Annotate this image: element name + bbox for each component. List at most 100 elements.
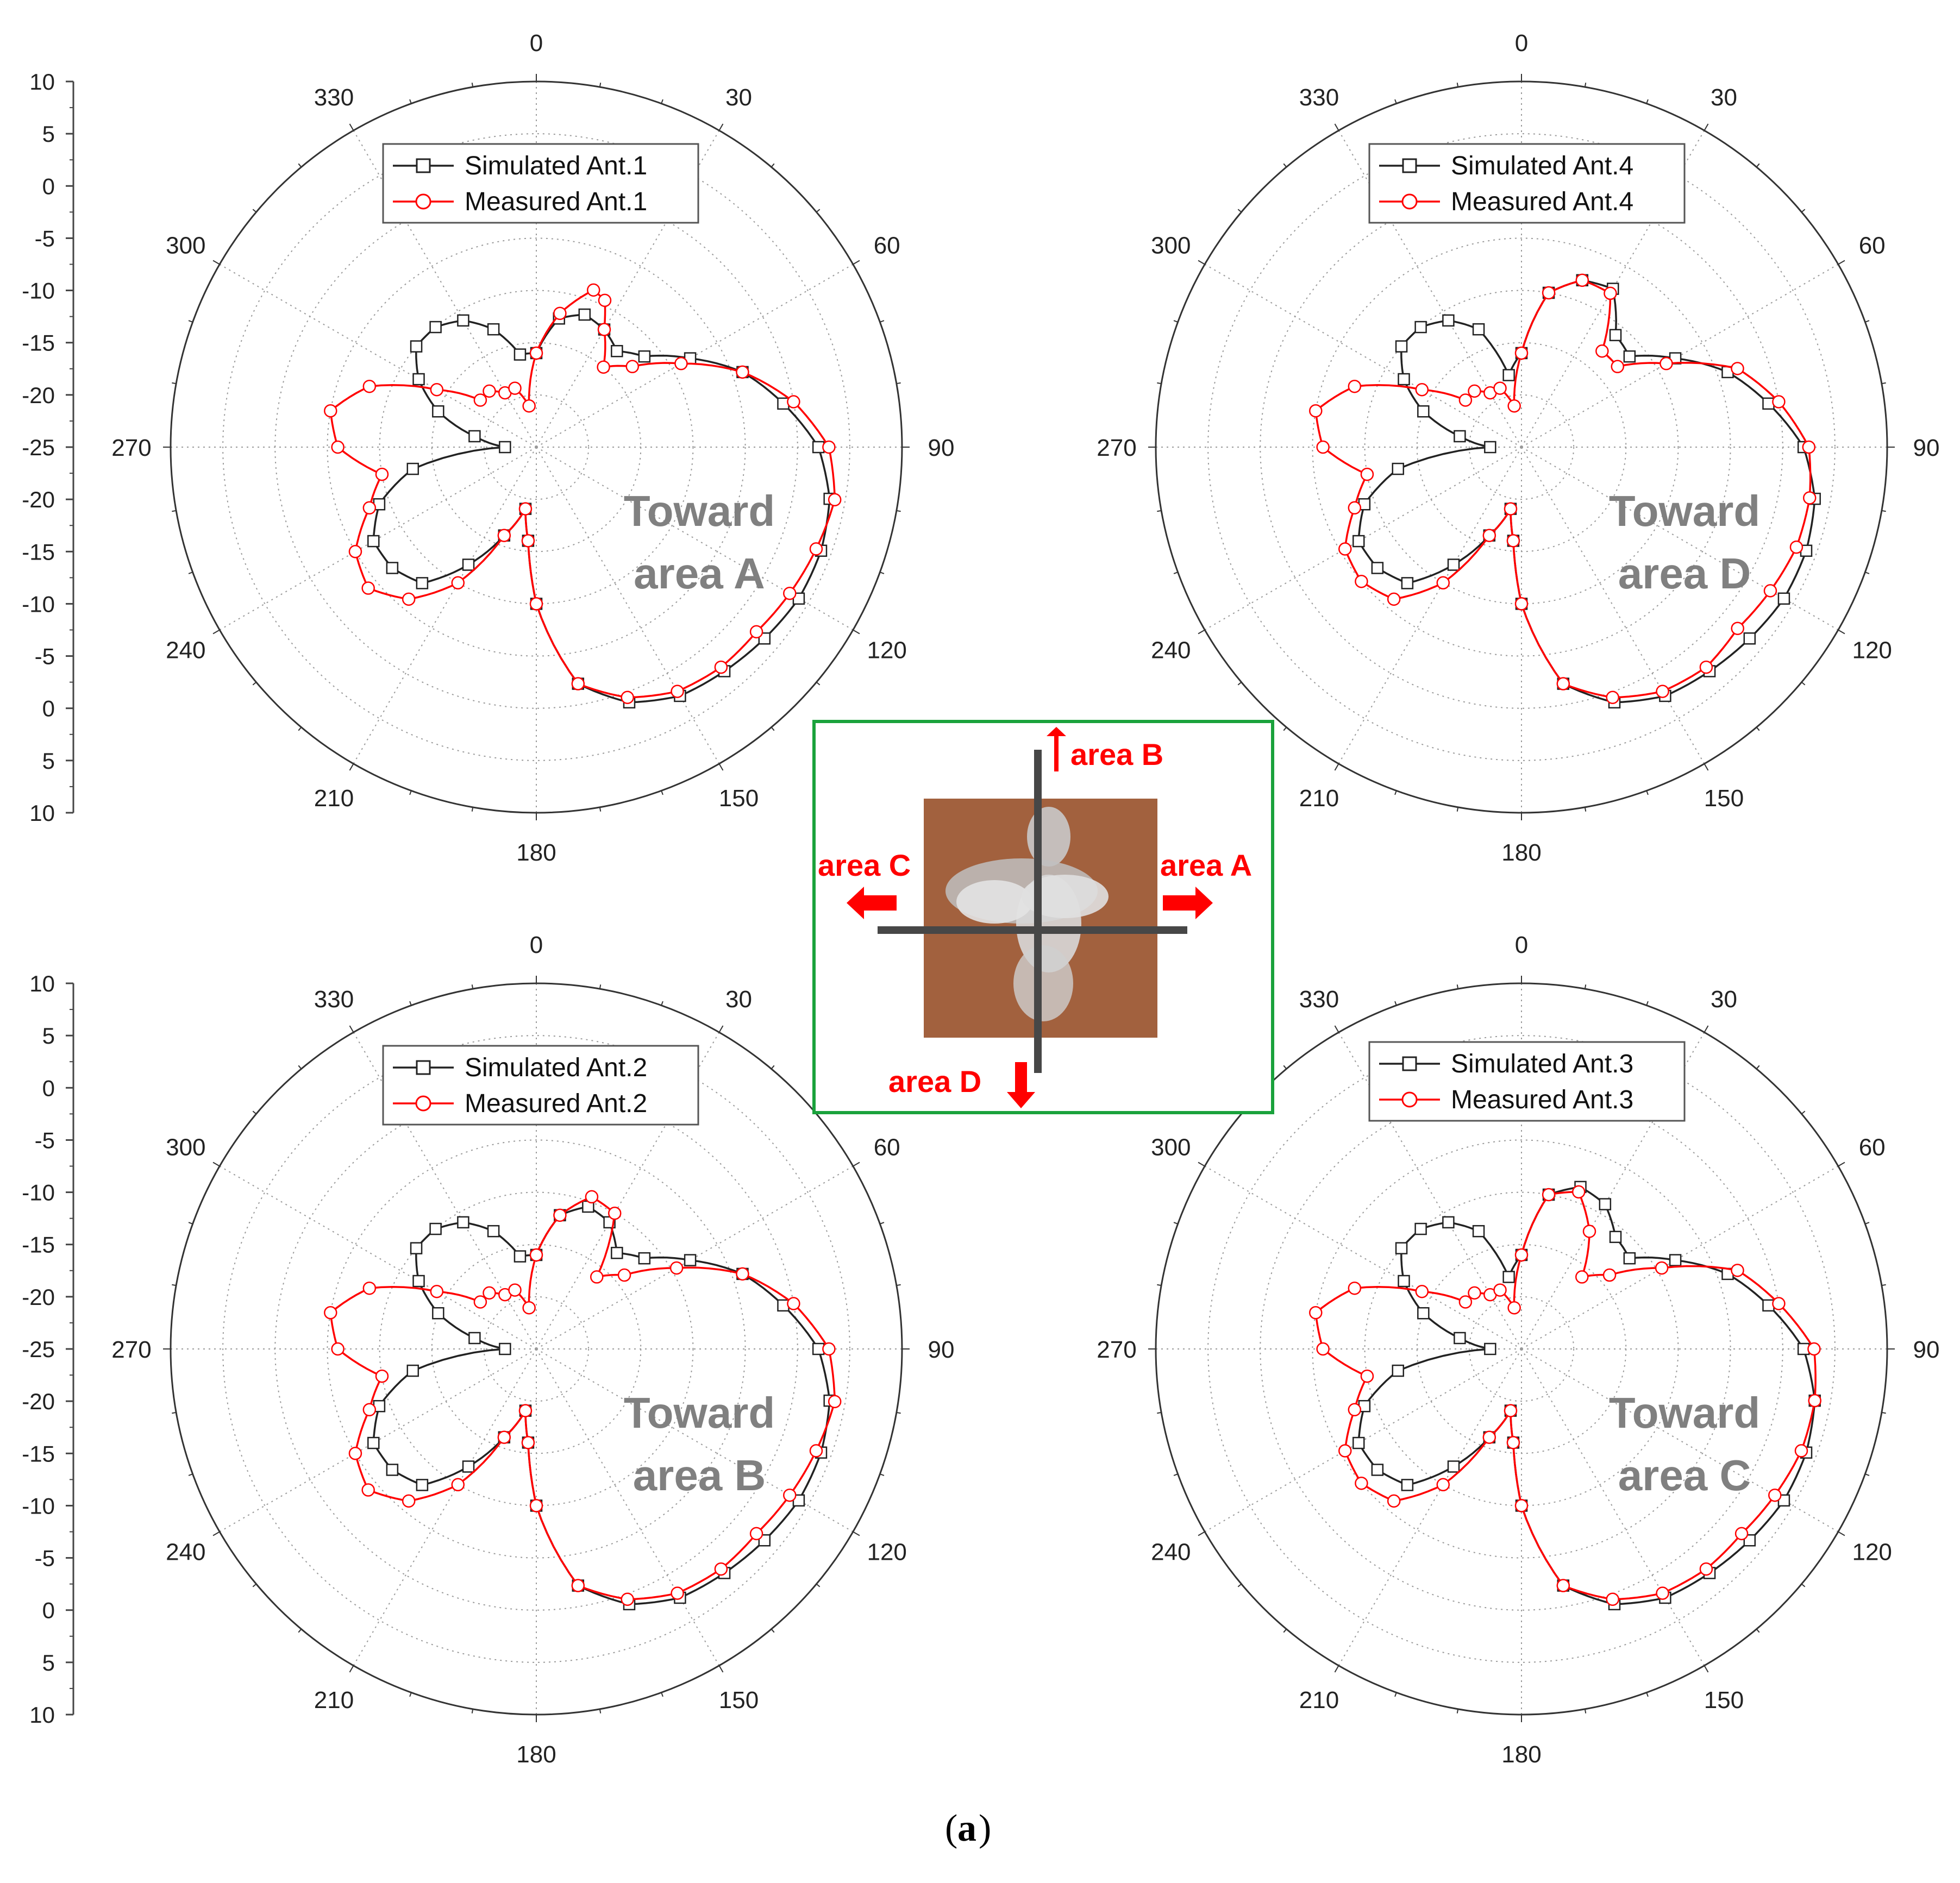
angle-tick — [1756, 1065, 1760, 1070]
figure-caption: ( a ) — [945, 1807, 991, 1849]
angle-tick — [349, 1665, 354, 1673]
radial-tick-label: -15 — [22, 1232, 55, 1258]
data-point-square — [462, 558, 475, 571]
angle-tick — [1198, 1531, 1205, 1536]
data-point-square — [1484, 1342, 1496, 1355]
data-point-circle — [783, 586, 797, 600]
angle-tick — [298, 1065, 302, 1070]
data-point-circle — [621, 1592, 634, 1606]
overlay-label: Toward — [624, 487, 775, 535]
overlay-label: Toward — [1609, 1389, 1761, 1437]
data-point-circle — [1802, 440, 1816, 454]
angle-label: 30 — [725, 84, 752, 111]
data-point-square — [406, 1364, 419, 1377]
angle-label: 60 — [874, 233, 900, 259]
legend-marker — [415, 1095, 431, 1112]
data-point-circle — [1316, 1342, 1330, 1356]
angle-tick — [661, 790, 663, 795]
grid-ring — [1312, 237, 1731, 657]
data-point-circle — [331, 1342, 345, 1356]
radial-tick-label: -15 — [22, 330, 55, 356]
data-point-square — [367, 1436, 380, 1449]
angle-tick — [1838, 1531, 1845, 1536]
data-point-circle — [586, 283, 600, 297]
angle-label: 30 — [725, 986, 752, 1013]
angle-tick — [1198, 1162, 1205, 1167]
data-point-circle — [1582, 1225, 1596, 1238]
grid-ring — [327, 1139, 746, 1559]
data-point-circle — [497, 1430, 511, 1444]
grid-spoke — [536, 447, 854, 631]
data-point-square — [386, 1464, 399, 1476]
data-point-circle — [585, 1190, 599, 1204]
data-point-circle — [674, 356, 688, 371]
angle-tick — [1801, 1110, 1806, 1115]
arrow-up-icon — [1047, 727, 1066, 771]
angle-label: 90 — [928, 1336, 955, 1363]
data-point-circle — [1763, 584, 1777, 598]
data-point-circle — [1309, 1305, 1323, 1320]
data-point-square — [1401, 1479, 1414, 1491]
polar-panels: 03060901201501802102402703003301050-5-10… — [22, 30, 1939, 1768]
data-point-circle — [1789, 540, 1804, 554]
data-point-square — [777, 397, 790, 410]
angle-label: 0 — [1515, 30, 1528, 57]
data-point-circle — [1482, 1430, 1496, 1444]
radial-tick-label: -10 — [22, 278, 55, 304]
data-point-square — [429, 1222, 442, 1235]
data-point-circle — [1575, 1270, 1589, 1284]
data-point-circle — [736, 365, 749, 379]
data-point-square — [1392, 1364, 1405, 1377]
angle-tick — [1704, 123, 1709, 131]
radial-tick-label: -5 — [35, 644, 55, 669]
data-point-circle — [375, 1369, 389, 1383]
grid-spoke — [1338, 447, 1522, 764]
grid-ring — [1207, 133, 1836, 761]
angle-label: 330 — [1299, 986, 1339, 1013]
data-point-square — [1502, 1271, 1515, 1283]
angle-tick — [298, 1628, 302, 1633]
data-point-square — [1609, 1231, 1622, 1244]
radial-tick-label: -5 — [35, 225, 55, 251]
data-point-square — [410, 340, 423, 353]
legend-marker — [1402, 158, 1417, 173]
grid-spoke — [536, 1348, 854, 1533]
grid-spoke — [1521, 1165, 1839, 1350]
angle-label: 300 — [1151, 233, 1191, 259]
angle-tick — [718, 1025, 724, 1033]
legend-marker — [416, 158, 431, 173]
grid-spoke — [353, 1348, 537, 1666]
data-point-square — [1414, 1222, 1427, 1235]
angle-tick — [771, 163, 775, 168]
legend-label: Simulated Ant.4 — [1451, 152, 1633, 180]
angle-tick — [349, 123, 354, 131]
data-point-circle — [522, 1301, 536, 1315]
grid-spoke — [1204, 1165, 1522, 1350]
data-point-square — [1398, 373, 1410, 386]
overlay-label: area C — [1618, 1451, 1751, 1499]
data-point-circle — [362, 501, 377, 515]
data-point-circle — [1309, 404, 1323, 418]
legend-box — [382, 1045, 699, 1126]
radial-tick-label: -10 — [22, 1493, 55, 1518]
data-point-square — [406, 462, 419, 475]
data-point-circle — [324, 404, 337, 418]
legend-label: Simulated Ant.1 — [465, 152, 647, 180]
angle-tick — [880, 320, 885, 323]
data-point-square — [1502, 369, 1515, 381]
label-area-d: area D — [888, 1064, 981, 1099]
data-point-circle — [529, 1248, 543, 1262]
data-point-circle — [736, 1267, 749, 1281]
radial-tick-label: 5 — [42, 121, 55, 147]
data-point-square — [1609, 329, 1622, 342]
angle-label: 30 — [1711, 84, 1737, 111]
data-point-square — [432, 405, 444, 418]
angle-tick — [1394, 99, 1397, 104]
data-point-circle — [1768, 1488, 1782, 1502]
solder-blobs — [945, 807, 1109, 1021]
data-point-square — [432, 1307, 444, 1320]
data-point-circle — [1514, 1499, 1529, 1512]
data-point-circle — [1348, 501, 1362, 515]
grid-ring — [222, 133, 850, 761]
angle-label: 270 — [1097, 435, 1136, 461]
